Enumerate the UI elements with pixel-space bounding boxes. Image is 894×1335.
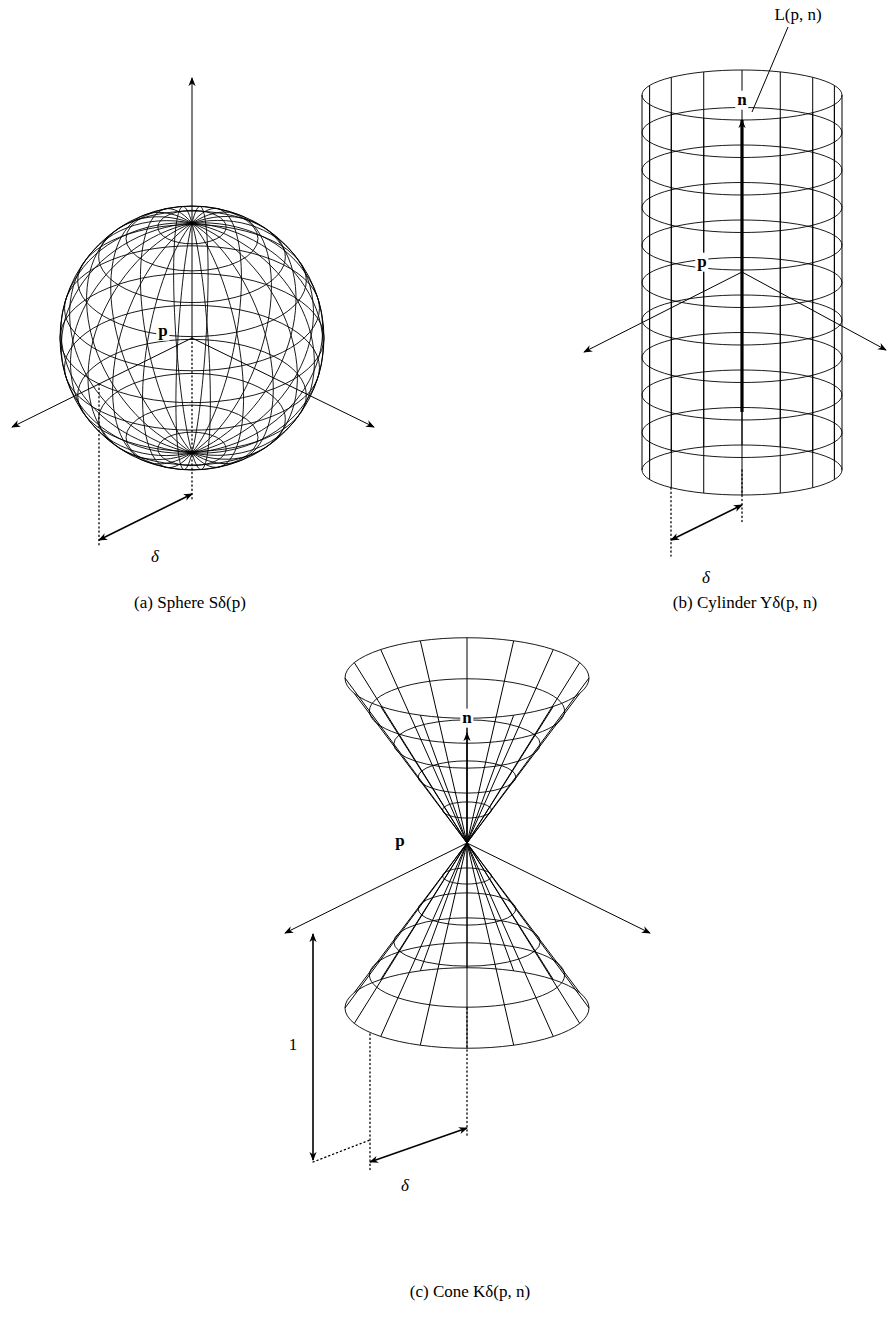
x-axis [285,843,467,933]
cylinder-ruling [742,70,743,445]
cylinder-ruling [642,95,643,470]
cone-generator [381,650,467,843]
dotted-guide [98,384,99,546]
sphere-figure [12,78,374,546]
point-label: p [395,832,404,851]
cylinder-ruling [671,77,672,452]
cone-generator [345,843,467,1008]
cone-generator [354,843,467,1023]
cone-generator [467,663,580,843]
y-axis [742,272,886,350]
y-axis [467,843,650,933]
dotted-guide [313,1140,370,1162]
line-vector [740,120,743,412]
cylinder-figure [584,27,886,556]
cone-generator [354,843,467,993]
cone-generator [467,843,580,1023]
dimension-arrow [312,934,314,1160]
cone-generator [420,641,467,843]
cylinder-ruling [649,85,650,460]
vector-label: n [460,709,473,728]
dotted-guide [369,1034,370,1172]
dimension-arrow [370,1128,467,1162]
cone-generator [354,663,467,843]
dimension-arrow [671,505,742,540]
dimension-label: δ [401,1177,409,1196]
cone-generator [467,641,514,843]
cone-generator [467,843,553,980]
dotted-guide [191,338,192,500]
cone-generator [467,843,589,1008]
cylinder-ruling [834,85,835,460]
dimension-label: δ [702,569,710,588]
dimension-arrow [99,494,192,540]
cylinder-ruling [842,95,843,470]
cone-generator [467,718,468,843]
dimension-label: δ [151,548,159,567]
dotted-guide [741,470,742,522]
caption: (a) Sphere Sδ(p) [134,594,246,613]
cone-generator [467,650,553,843]
cone-generator [467,843,580,993]
cone-generator [345,678,467,843]
cone-generator [467,843,468,968]
z-axis [192,78,193,338]
leader-line [752,27,788,112]
dimension-label: 1 [289,1036,298,1055]
point-label: p [695,253,708,272]
point-label: p [156,322,169,341]
caption: (b) Cylinder Yδ(p, n) [673,594,817,613]
dotted-guide [670,488,671,556]
cone-generator [467,638,468,843]
cone-figure [285,638,650,1172]
line-label: L(p, n) [774,6,821,25]
normal-vector [466,733,467,843]
cylinder-ruling [780,72,781,447]
cone-generator [381,843,467,980]
cone-generator [467,678,589,843]
x-axis [12,338,192,427]
vector-label: n [735,91,748,110]
cylinder-ruling [812,77,813,452]
caption: (c) Cone Kδ(p, n) [410,1283,530,1302]
x-axis [584,272,742,352]
dotted-guide [466,1008,467,1136]
y-axis [192,338,374,427]
